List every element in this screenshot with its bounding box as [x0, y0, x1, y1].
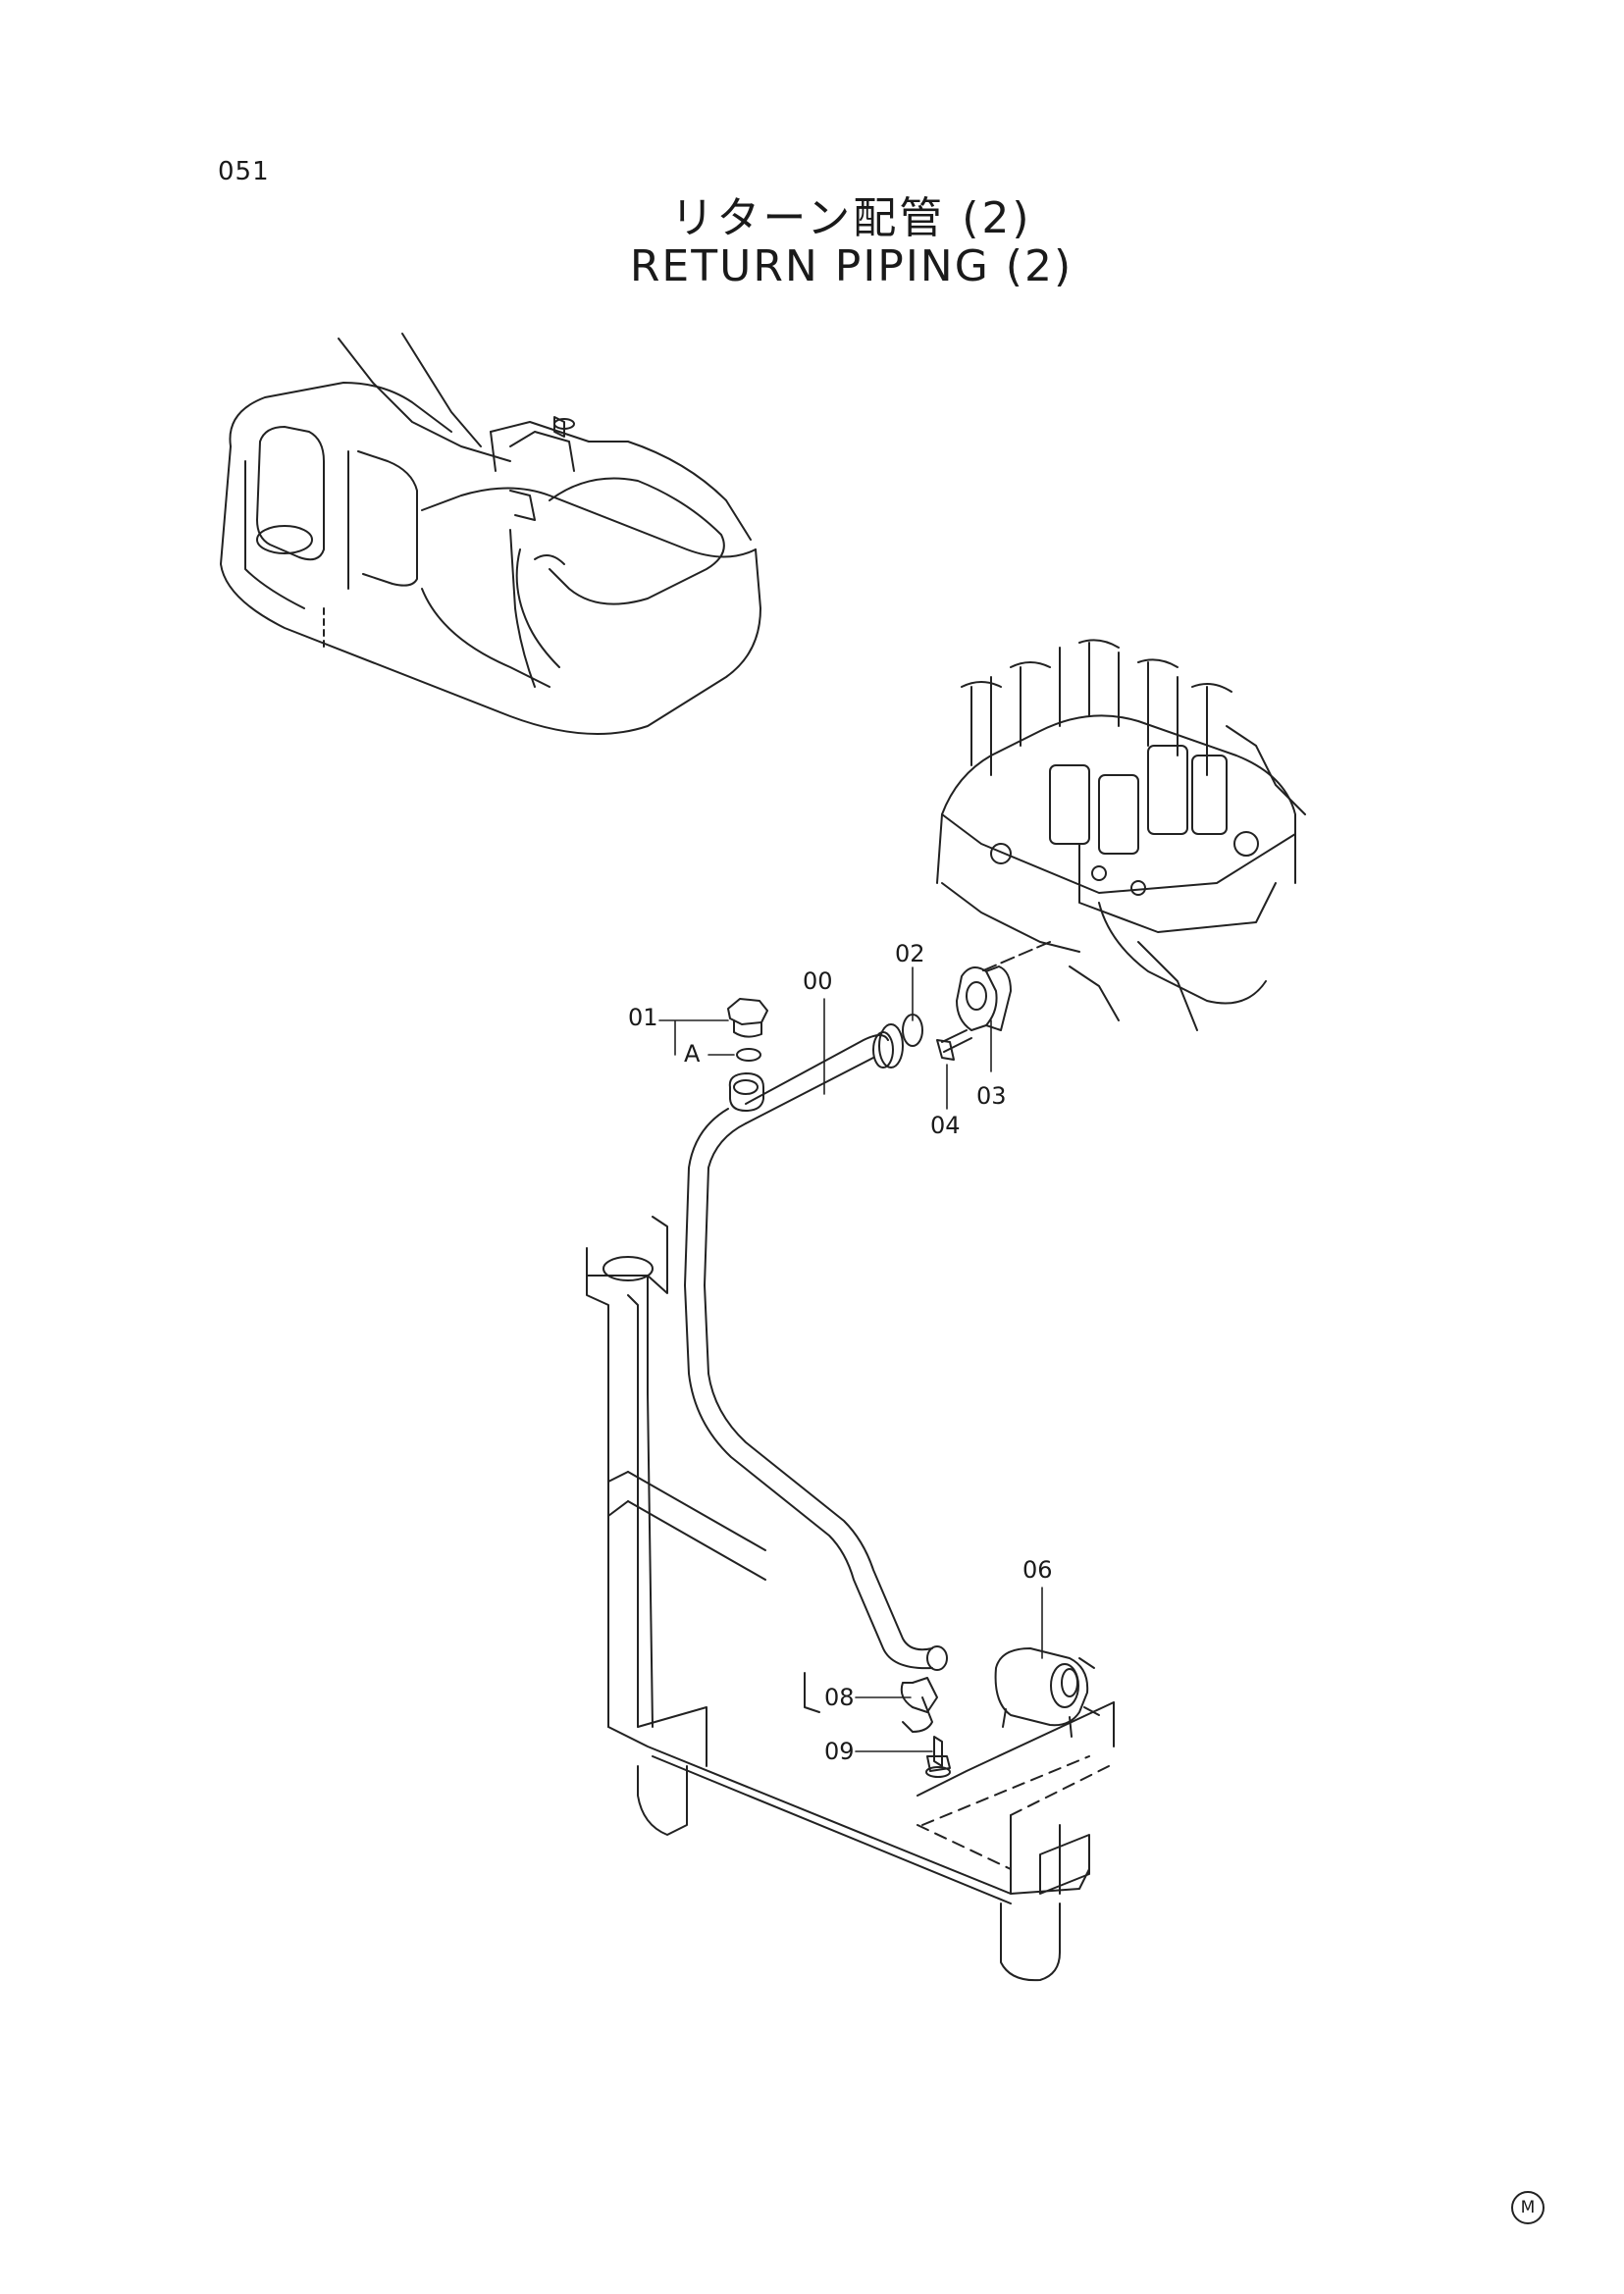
callout-01: 01 — [628, 1004, 658, 1031]
hose-clamp — [994, 1647, 1100, 1738]
callout-00: 00 — [803, 967, 833, 995]
callout-02: 02 — [895, 940, 925, 967]
cooler-frame — [586, 1216, 1115, 1982]
page-number: 051 — [218, 157, 270, 186]
excavator-overview — [220, 333, 761, 735]
bracket-and-bolt — [900, 1677, 951, 1778]
callout-08: 08 — [824, 1684, 855, 1711]
plug-assembly — [727, 998, 768, 1112]
callout-03: 03 — [976, 1082, 1007, 1110]
leader-lines — [658, 966, 1043, 1752]
flange-assembly — [902, 965, 1012, 1061]
return-pipe — [684, 1023, 948, 1671]
title-english: RETURN PIPING (2) — [629, 241, 1074, 291]
callout-04: 04 — [930, 1112, 961, 1139]
corner-marker: M — [1511, 2191, 1545, 2224]
title-japanese: リターン配管 (2) — [670, 193, 1032, 243]
callout-09: 09 — [824, 1738, 855, 1765]
control-valve — [936, 639, 1306, 1031]
callout-06: 06 — [1022, 1556, 1053, 1584]
callout-a: A — [684, 1040, 701, 1068]
